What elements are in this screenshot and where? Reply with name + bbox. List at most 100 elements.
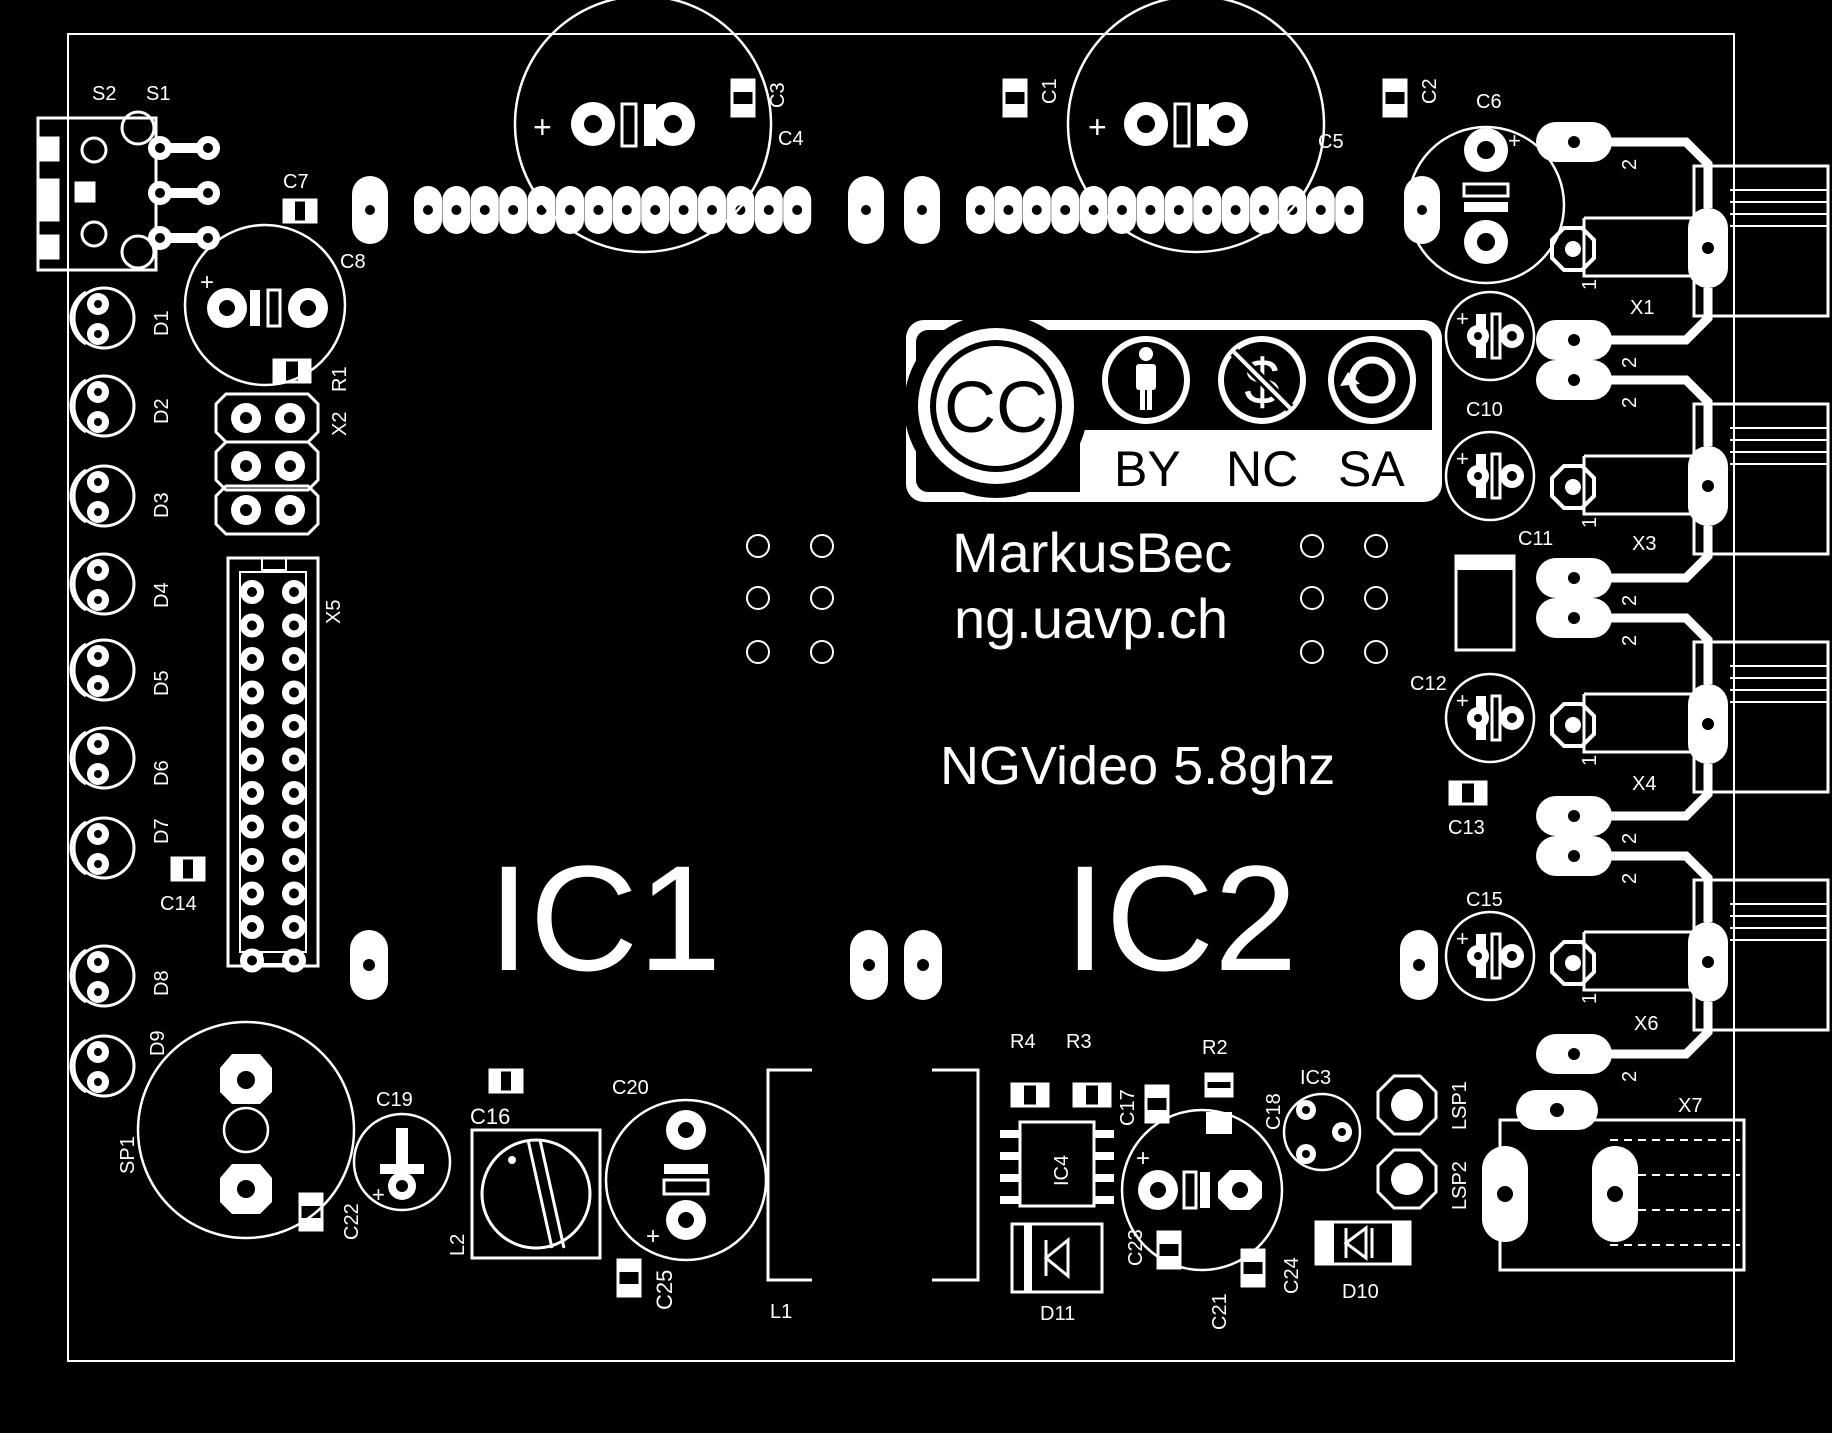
radial-capacitors-right: + + + +: [1444, 290, 1536, 1002]
label-c2: C2: [1419, 78, 1441, 104]
smd-capacitor-c7: [282, 198, 318, 224]
label-c10: C10: [1466, 399, 1503, 421]
speaker-sp1: [136, 1020, 356, 1240]
smd-capacitor-c14: [170, 856, 206, 882]
capacitor-c21: +: [1120, 1108, 1284, 1272]
label-d7: D7: [151, 818, 173, 844]
ic3: [1282, 1092, 1362, 1172]
label-c17: C17: [1117, 1089, 1139, 1126]
svg-text:+: +: [1508, 128, 1521, 153]
ic4: [1000, 1120, 1114, 1208]
label-x1: X1: [1630, 297, 1654, 319]
label-c16: C16: [470, 1104, 510, 1129]
svg-text:+: +: [1088, 109, 1107, 145]
svg-text:+: +: [1136, 1145, 1150, 1172]
label-c7: C7: [283, 171, 309, 193]
connector-x2: [214, 392, 320, 536]
label-x4: X4: [1632, 773, 1656, 795]
svg-text:+: +: [533, 109, 552, 145]
label-l2: L2: [447, 1234, 469, 1256]
svg-text:+: +: [1456, 446, 1469, 471]
svg-text:+: +: [200, 269, 214, 296]
label-d9: D9: [147, 1030, 169, 1056]
resistor-r1: [272, 358, 312, 384]
capacitor-c5: +: [1066, 0, 1326, 254]
author-name: MarkusBec: [952, 521, 1232, 584]
pads-lsp: [1376, 1074, 1438, 1210]
label-d6: D6: [151, 760, 173, 786]
label-lsp2: LSP2: [1449, 1161, 1471, 1210]
svg-text:+: +: [1456, 926, 1469, 951]
noncommercial-icon: $: [1218, 336, 1306, 424]
leds: [69, 286, 136, 1098]
capacitor-c19: +: [352, 1112, 452, 1212]
label-d1: D1: [151, 310, 173, 336]
label-d10: D10: [1342, 1281, 1379, 1303]
label-l1: L1: [770, 1301, 792, 1323]
license-nc: NC: [1226, 441, 1298, 497]
label-lsp1: LSP1: [1449, 1081, 1471, 1130]
label-r2: R2: [1202, 1037, 1228, 1059]
label-r4: R4: [1010, 1031, 1036, 1053]
cc-license-badge: CC $ BY NC SA: [904, 314, 1442, 502]
switch-s1-s2: [36, 110, 158, 272]
label-c24: C24: [1281, 1257, 1303, 1294]
capacitor-c11: [1454, 554, 1516, 652]
smd-capacitor-c13: [1448, 780, 1488, 806]
svg-text:2: 2: [1619, 873, 1641, 884]
license-by: BY: [1114, 441, 1181, 497]
ic2-label: IC2: [1064, 834, 1297, 1002]
label-x2: X2: [329, 412, 351, 436]
svg-text:2: 2: [1619, 595, 1641, 606]
label-c23: C23: [1125, 1229, 1147, 1266]
svg-text:2: 2: [1619, 635, 1641, 646]
label-c11: C11: [1518, 528, 1553, 550]
label-s2: S2: [92, 83, 116, 105]
label-r1: R1: [329, 366, 351, 392]
label-c21: C21: [1209, 1293, 1231, 1330]
svg-text:1: 1: [1579, 993, 1601, 1004]
label-x6: X6: [1634, 1013, 1658, 1035]
label-c5: C5: [1318, 131, 1344, 153]
svg-text:+: +: [1456, 688, 1469, 713]
connector-x5: [226, 556, 320, 973]
svg-text:2: 2: [1619, 1071, 1641, 1082]
label-ic3: IC3: [1300, 1067, 1331, 1089]
smd-capacitor-c22: [298, 1192, 324, 1232]
label-d5: D5: [151, 670, 173, 696]
smd-capacitor-c23: [1156, 1230, 1182, 1270]
capacitor-c6: +: [1406, 125, 1566, 285]
label-sp1: SP1: [117, 1136, 139, 1174]
smd-capacitor-c25: [616, 1258, 642, 1298]
diode-d10: [1314, 1220, 1412, 1266]
svg-text:2: 2: [1619, 833, 1641, 844]
label-x5: X5: [323, 600, 345, 624]
label-c3: C3: [767, 82, 789, 108]
svg-text:+: +: [1456, 306, 1469, 331]
label-x7: X7: [1678, 1095, 1702, 1117]
via-rings: [746, 534, 1388, 664]
ic2-header-pins: [904, 176, 1440, 244]
product-title: NGVideo 5.8ghz: [940, 736, 1335, 796]
capacitor-c20: +: [604, 1098, 768, 1262]
sharealike-icon: [1328, 336, 1416, 424]
label-d4: D4: [151, 582, 173, 608]
ic1-header-pins: [352, 176, 884, 244]
svg-text:1: 1: [1579, 755, 1601, 766]
label-c19: C19: [376, 1089, 413, 1111]
label-d2: D2: [151, 398, 173, 424]
author-url: ng.uavp.ch: [954, 587, 1228, 650]
label-c12: C12: [1410, 673, 1447, 695]
inductor-l2: [470, 1128, 602, 1260]
label-x3: X3: [1632, 533, 1656, 555]
label-c13: C13: [1448, 817, 1485, 839]
label-c6: C6: [1476, 91, 1502, 113]
label-c15: C15: [1466, 889, 1503, 911]
svg-text:+: +: [372, 1182, 385, 1207]
label-s1: S1: [146, 83, 170, 105]
label-c1: C1: [1039, 78, 1061, 104]
svg-text:2: 2: [1619, 159, 1641, 170]
ic1-label: IC1: [488, 834, 721, 1002]
smd-capacitor-c24: [1240, 1248, 1266, 1288]
